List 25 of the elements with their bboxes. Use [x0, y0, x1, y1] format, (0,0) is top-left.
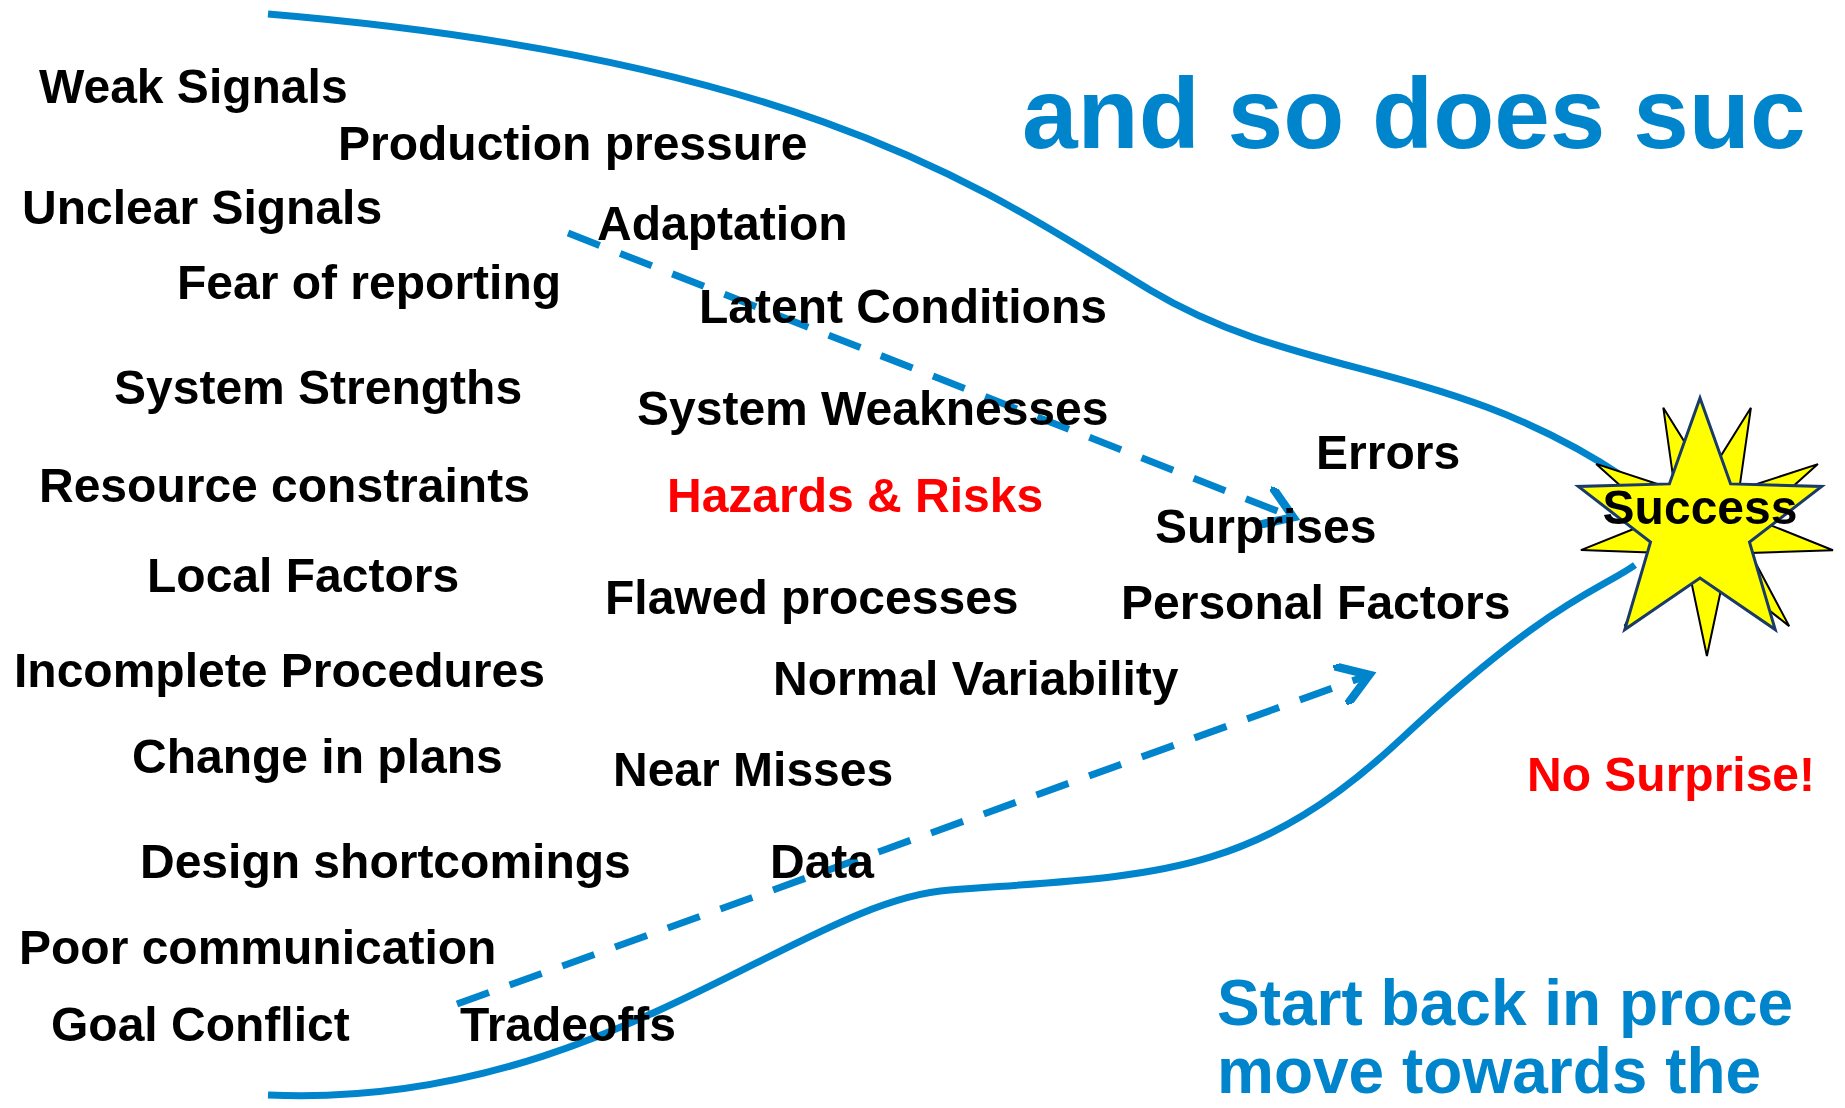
factor-label: No Surprise! [1527, 749, 1816, 802]
factor-label: Adaptation [597, 198, 848, 251]
heading-text: Start back in proce [1217, 968, 1794, 1039]
factor-label: Surprises [1155, 501, 1377, 554]
factor-label: Personal Factors [1121, 577, 1511, 630]
factor-label: Hazards & Risks [667, 470, 1044, 523]
factor-label: Change in plans [132, 731, 503, 784]
factor-label: Flawed processes [605, 572, 1019, 625]
factor-label: Incomplete Procedures [14, 645, 545, 698]
factor-label: System Strengths [114, 362, 523, 415]
factor-label: Weak Signals [39, 61, 348, 114]
factor-label: Data [770, 836, 875, 889]
heading-text: and so does suc [1022, 58, 1806, 168]
factor-label: Errors [1316, 427, 1461, 480]
factor-label: Near Misses [613, 744, 894, 797]
factor-label: Production pressure [338, 118, 808, 171]
factor-label: Normal Variability [773, 653, 1179, 706]
factor-label: Resource constraints [39, 460, 530, 513]
factor-label: Design shortcomings [140, 836, 631, 889]
factor-label: Local Factors [147, 550, 460, 603]
factor-label: Goal Conflict [51, 999, 350, 1052]
factor-label: Poor communication [19, 922, 497, 975]
factor-label: Fear of reporting [177, 257, 562, 310]
factor-label: Unclear Signals [22, 182, 383, 235]
node-label: Success [1601, 484, 1799, 532]
